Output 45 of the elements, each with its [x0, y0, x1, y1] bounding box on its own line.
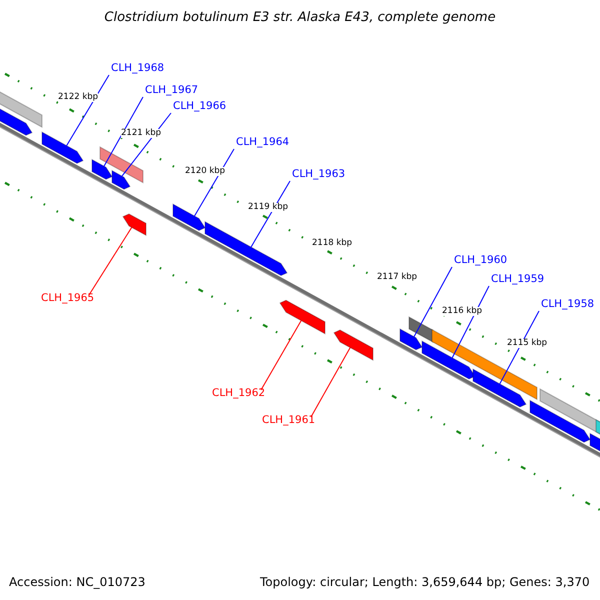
leader-line	[194, 148, 234, 216]
genome-info-label: Topology: circular; Length: 3,659,644 bp; Genes: 3,370	[260, 576, 590, 588]
gene-label: CLH_1966	[173, 101, 226, 112]
gene-feature	[530, 400, 591, 443]
gene-feature	[204, 220, 288, 276]
gene-feature	[92, 158, 113, 180]
leader-line	[310, 347, 351, 418]
gene-feature	[100, 146, 144, 184]
gene-feature	[172, 203, 206, 231]
gene-feature	[590, 432, 600, 454]
gene-feature	[279, 300, 326, 335]
gene-feature	[112, 170, 131, 190]
gene-label: CLH_1965	[41, 293, 94, 304]
scale-label: 2116 kbp	[442, 307, 482, 316]
scale-label: 2117 kbp	[377, 273, 418, 282]
gene-label: CLH_1960	[454, 255, 508, 266]
gene-label: CLH_1964	[236, 137, 290, 148]
gene-label: CLH_1961	[262, 415, 316, 426]
scale-label: 2120 kbp	[185, 167, 226, 176]
scale-label: 2121 kbp	[121, 129, 162, 138]
leader-line	[499, 310, 540, 384]
leader-line	[260, 320, 302, 390]
scale-label: 2119 kbp	[248, 203, 288, 212]
gene-label: CLH_1958	[541, 299, 594, 310]
accession-label: Accession: NC_010723	[9, 576, 146, 588]
scale-label: 2115 kbp	[507, 339, 548, 348]
leader-line	[250, 180, 290, 248]
leader-line	[452, 286, 490, 358]
leader-line	[414, 266, 452, 338]
gene-feature	[333, 329, 374, 361]
gene-label: CLH_1963	[292, 169, 346, 180]
gene-feature	[42, 131, 84, 164]
leader-line	[88, 226, 132, 296]
leader-line	[66, 74, 110, 146]
leader-line	[104, 96, 144, 167]
gene-label: CLH_1968	[111, 63, 164, 74]
gene-label: CLH_1959	[491, 274, 544, 284]
gene-label: CLH_1962	[212, 388, 266, 398]
gene-feature	[400, 328, 423, 350]
gene-label: CLH_1967	[145, 85, 198, 96]
scale-label: 2118 kbp	[312, 239, 352, 248]
gene-feature	[472, 368, 527, 408]
gene-feature	[122, 213, 146, 236]
scale-label: 2122 kbp	[58, 93, 98, 102]
title: Clostridium botulinum E3 str. Alaska E43, complete genome	[103, 11, 497, 24]
